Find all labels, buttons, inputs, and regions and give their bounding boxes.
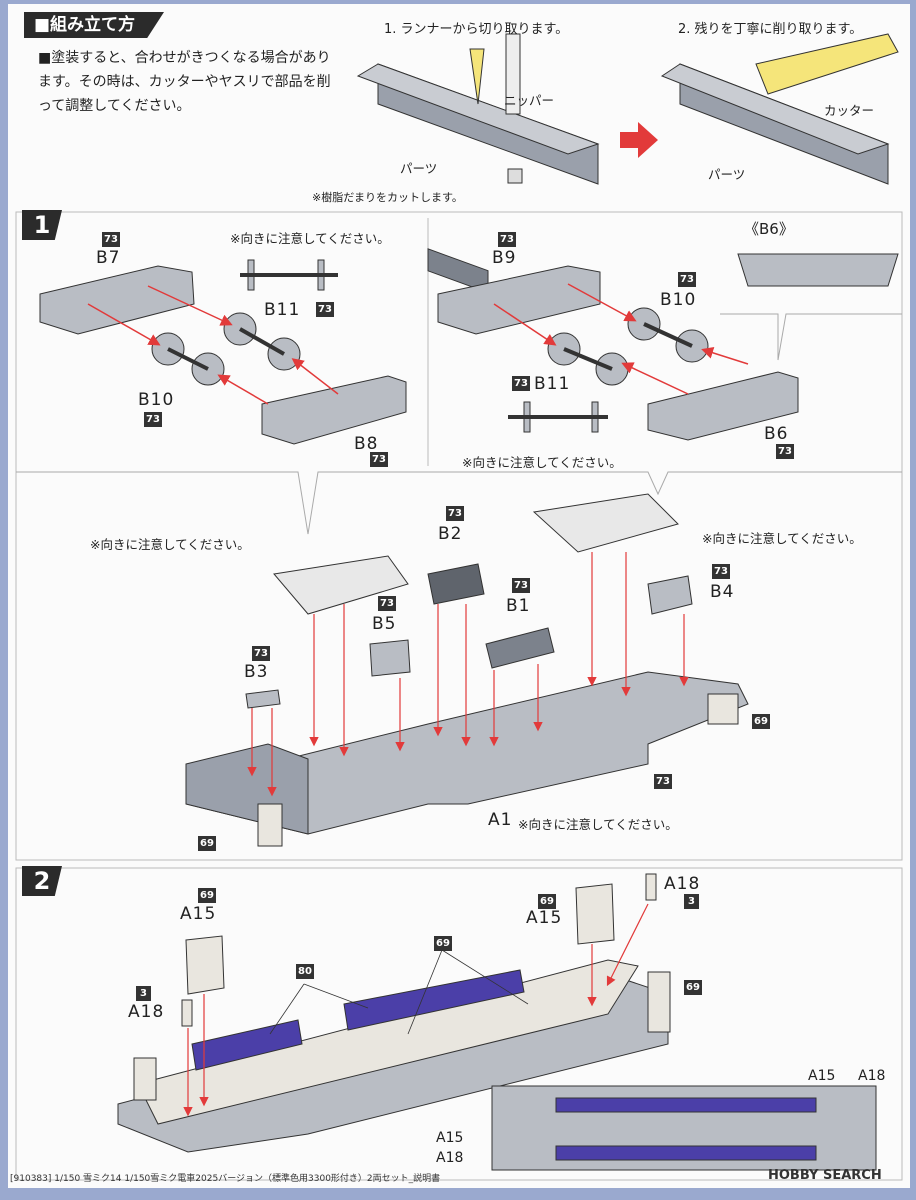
- hobby-search-logo: HOBBY SEARCH: [768, 1168, 882, 1183]
- topview-a18: A18: [436, 1150, 464, 1166]
- part-a1: A1: [488, 810, 513, 830]
- runner-part-right: [660, 33, 899, 185]
- runner-badge: 73: [678, 272, 696, 287]
- part-b8: B8: [354, 434, 379, 454]
- runner-badge: 73: [378, 596, 396, 611]
- part-a18: A18: [664, 874, 701, 894]
- step-2-marker: 2: [22, 866, 62, 896]
- diagram-artwork: [15, 33, 903, 1181]
- runner-badge: 73: [102, 232, 120, 247]
- runner-badge: 73: [370, 452, 388, 467]
- runner-badge: 69: [198, 888, 216, 903]
- runner-badge: 73: [252, 646, 270, 661]
- runner-badge: 3: [684, 894, 699, 909]
- runner-badge: 69: [684, 980, 702, 995]
- resin-note: ※樹脂だまりをカットします。: [312, 191, 463, 204]
- orientation-note: ※向きに注意してください。: [462, 455, 622, 470]
- runner-badge: 73: [144, 412, 162, 427]
- runner-badge: 73: [776, 444, 794, 459]
- part-b11: B11: [264, 300, 301, 320]
- part-b7: B7: [96, 248, 121, 268]
- chassis-a1: [185, 493, 749, 847]
- next-arrow: [620, 122, 658, 158]
- topview-a18: A18: [858, 1068, 886, 1084]
- runner-part-left: [356, 33, 600, 294]
- topview-a15: A15: [808, 1068, 836, 1084]
- body-assembly: [117, 873, 877, 1171]
- footer-caption: [910383] 1/150 雪ミク14 1/150雪ミク電車2025バージョン…: [10, 1174, 441, 1184]
- label-nipper: ニッパー: [504, 93, 555, 108]
- bogie-b7-b8-assembly: [39, 259, 407, 445]
- section-header: ■組み立て方: [24, 12, 164, 38]
- bogie-b9-b6-assembly: [437, 253, 899, 441]
- part-b4: B4: [710, 582, 735, 602]
- runner-badge: 69: [434, 936, 452, 951]
- runner-badge: 73: [654, 774, 672, 789]
- runner-badge: 80: [296, 964, 314, 979]
- part-b3: B3: [244, 662, 269, 682]
- part-b9: B9: [492, 248, 517, 268]
- cut-step-1: 1. ランナーから切り取ります。: [384, 22, 569, 37]
- part-b10: B10: [138, 390, 175, 410]
- step-1-marker: 1: [22, 210, 62, 240]
- runner-badge: 73: [498, 232, 516, 247]
- detail-b6: 《B6》: [744, 220, 794, 238]
- runner-badge: 69: [752, 714, 770, 729]
- runner-badge: 73: [512, 376, 530, 391]
- part-b5: B5: [372, 614, 397, 634]
- runner-badge: 69: [538, 894, 556, 909]
- label-parts-right: パーツ: [708, 167, 746, 182]
- label-cutter: カッター: [824, 103, 875, 118]
- runner-badge: 69: [198, 836, 216, 851]
- cut-step-2: 2. 残りを丁寧に削り取ります。: [678, 22, 863, 37]
- part-a15: A15: [180, 904, 217, 924]
- part-b10: B10: [660, 290, 697, 310]
- part-b1: B1: [506, 596, 531, 616]
- part-b6: B6: [764, 424, 789, 444]
- label-parts-left: パーツ: [400, 161, 438, 176]
- orientation-note: ※向きに注意してください。: [518, 817, 678, 832]
- part-b2: B2: [438, 524, 463, 544]
- runner-badge: 73: [446, 506, 464, 521]
- runner-badge: 73: [512, 578, 530, 593]
- orientation-note: ※向きに注意してください。: [702, 531, 862, 546]
- topview-a15: A15: [436, 1130, 464, 1146]
- runner-badge: 73: [712, 564, 730, 579]
- part-b11: B11: [534, 374, 571, 394]
- orientation-note: ※向きに注意してください。: [230, 231, 390, 246]
- instruction-sheet: ■組み立て方 ■塗装すると、合わせがきつくなる場合があります。その時は、カッター…: [8, 4, 910, 1188]
- intro-text: ■塗装すると、合わせがきつくなる場合があります。その時は、カッターやヤスリで部品…: [38, 50, 331, 114]
- part-a15: A15: [526, 908, 563, 928]
- runner-badge: 73: [316, 302, 334, 317]
- part-a18: A18: [128, 1002, 165, 1022]
- runner-badge: 3: [136, 986, 151, 1001]
- orientation-note: ※向きに注意してください。: [90, 537, 250, 552]
